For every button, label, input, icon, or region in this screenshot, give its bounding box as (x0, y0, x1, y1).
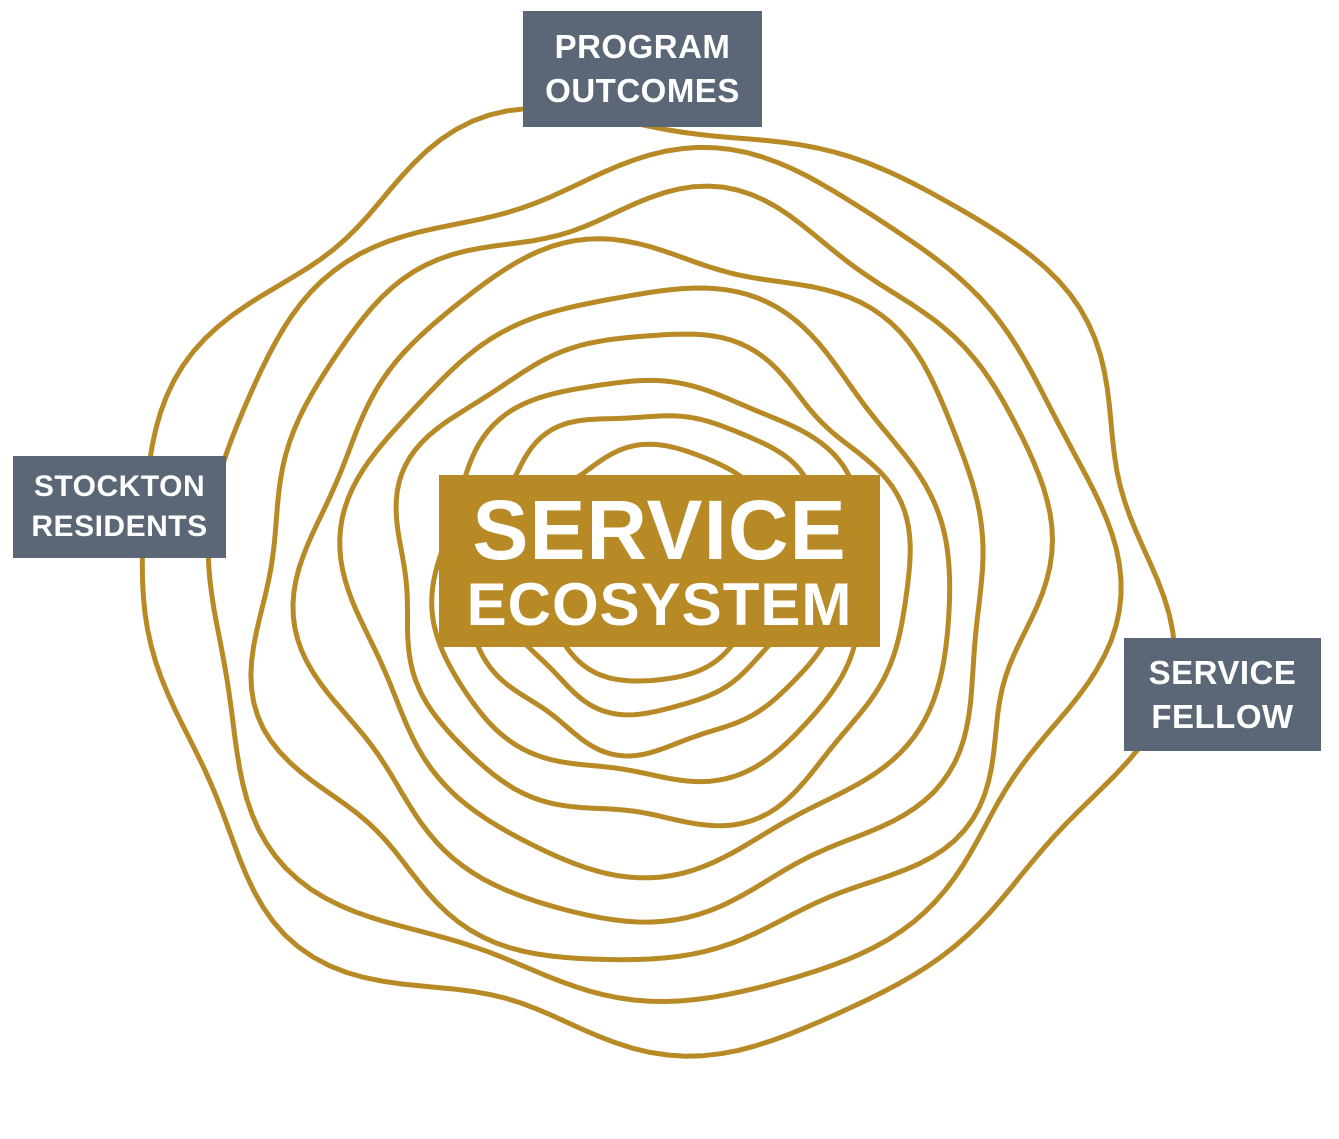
tree-ring (248, 183, 1055, 963)
stockton-residents-line2: RESIDENTS (31, 510, 208, 543)
service-ecosystem-title: SERVICE ECOSYSTEM (439, 475, 880, 647)
tree-ring (393, 331, 913, 829)
service-fellow-line2: FELLOW (1151, 697, 1294, 735)
program-outcomes-line1: PROGRAM (554, 28, 731, 66)
program-outcomes-line2: OUTCOMES (545, 72, 740, 109)
tree-ring (290, 236, 986, 925)
program-outcomes-label: PROGRAM OUTCOMES (523, 11, 762, 127)
tree-ring (429, 377, 863, 785)
service-fellow-line1: SERVICE (1148, 653, 1297, 691)
stockton-residents-line1: STOCKTON (33, 470, 206, 504)
tree-ring (205, 144, 1124, 1004)
stockton-residents-label: STOCKTON RESIDENTS (13, 456, 226, 558)
tree-ring (337, 285, 953, 881)
center-title-line1: SERVICE (472, 483, 847, 577)
tree-ring (139, 105, 1178, 1059)
service-fellow-label: SERVICE FELLOW (1124, 638, 1321, 751)
center-title-line2: ECOSYSTEM (466, 571, 853, 638)
